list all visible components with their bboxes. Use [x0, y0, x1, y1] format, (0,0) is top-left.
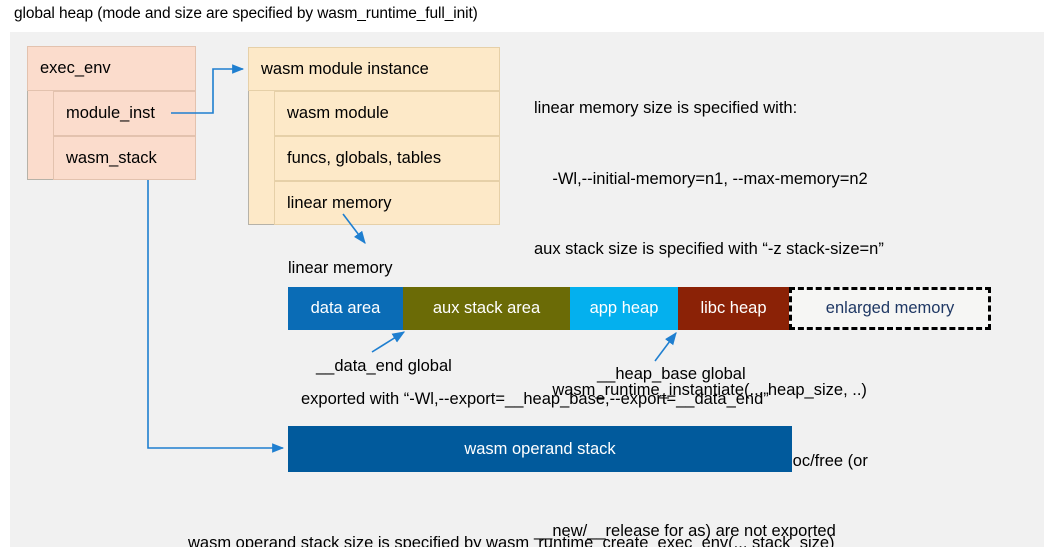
funcs-globals-tables-label: funcs, globals, tables: [287, 149, 442, 167]
operand-stack-caption-line-1: wasm operand stack size is specified by …: [188, 534, 835, 547]
exec-env-header-label: exec_env: [40, 59, 111, 77]
segment-app-heap-label: app heap: [589, 299, 659, 317]
note-line-2: -Wl,--initial-memory=n1, --max-memory=n2: [534, 169, 868, 188]
note-line-1: linear memory size is specified with:: [534, 99, 798, 117]
module-instance-header-label: wasm module instance: [261, 59, 429, 78]
segment-libc-heap: libc heap: [678, 287, 789, 330]
linear-memory-bar-label: linear memory: [288, 259, 393, 277]
annotation-data-end-global: __data_end global: [316, 357, 452, 375]
wasm-operand-stack-label: wasm operand stack: [464, 439, 616, 458]
page-title: global heap (mode and size are specified…: [14, 5, 478, 22]
module-inst-label: module_inst: [66, 104, 155, 122]
wasm-stack-label: wasm_stack: [66, 148, 157, 167]
segment-enlarged-memory-label: enlarged memory: [825, 299, 955, 317]
exec-env-row-module-inst: module_inst: [53, 91, 196, 136]
module-instance-row-wasm-module: wasm module: [274, 91, 500, 136]
note-line-5: wasm_runtime_instantiate(.., heap_size, …: [534, 381, 867, 399]
segment-aux-stack-area-label: aux stack area: [432, 299, 541, 317]
note-line-7: __new/__release for as) are not exported: [534, 522, 836, 540]
wasm-operand-stack-bar: wasm operand stack: [288, 426, 792, 472]
wasm-module-label: wasm module: [287, 104, 389, 122]
exec-env-header: exec_env: [27, 46, 196, 91]
exec-env-row-wasm-stack: wasm_stack: [53, 136, 196, 180]
segment-aux-stack-area: aux stack area: [403, 287, 570, 330]
module-instance-row-funcs-globals-tables: funcs, globals, tables: [274, 136, 500, 181]
segment-app-heap: app heap: [570, 287, 678, 330]
segment-data-area-label: data area: [310, 299, 381, 317]
segment-libc-heap-label: libc heap: [700, 299, 767, 317]
annotation-export-note: exported with “-Wl,--export=__heap_base,…: [301, 390, 769, 408]
note-line-3: aux stack size is specified with “-z sta…: [534, 240, 884, 258]
module-instance-header: wasm module instance: [248, 47, 500, 91]
linear-memory-row-label: linear memory: [287, 193, 392, 212]
segment-enlarged-memory: enlarged memory: [789, 287, 991, 330]
module-instance-row-linear-memory: linear memory: [274, 181, 500, 225]
annotation-heap-base-global: __heap_base global: [597, 365, 746, 383]
operand-stack-caption: wasm operand stack size is specified by …: [188, 481, 835, 547]
segment-data-area: data area: [288, 287, 403, 330]
